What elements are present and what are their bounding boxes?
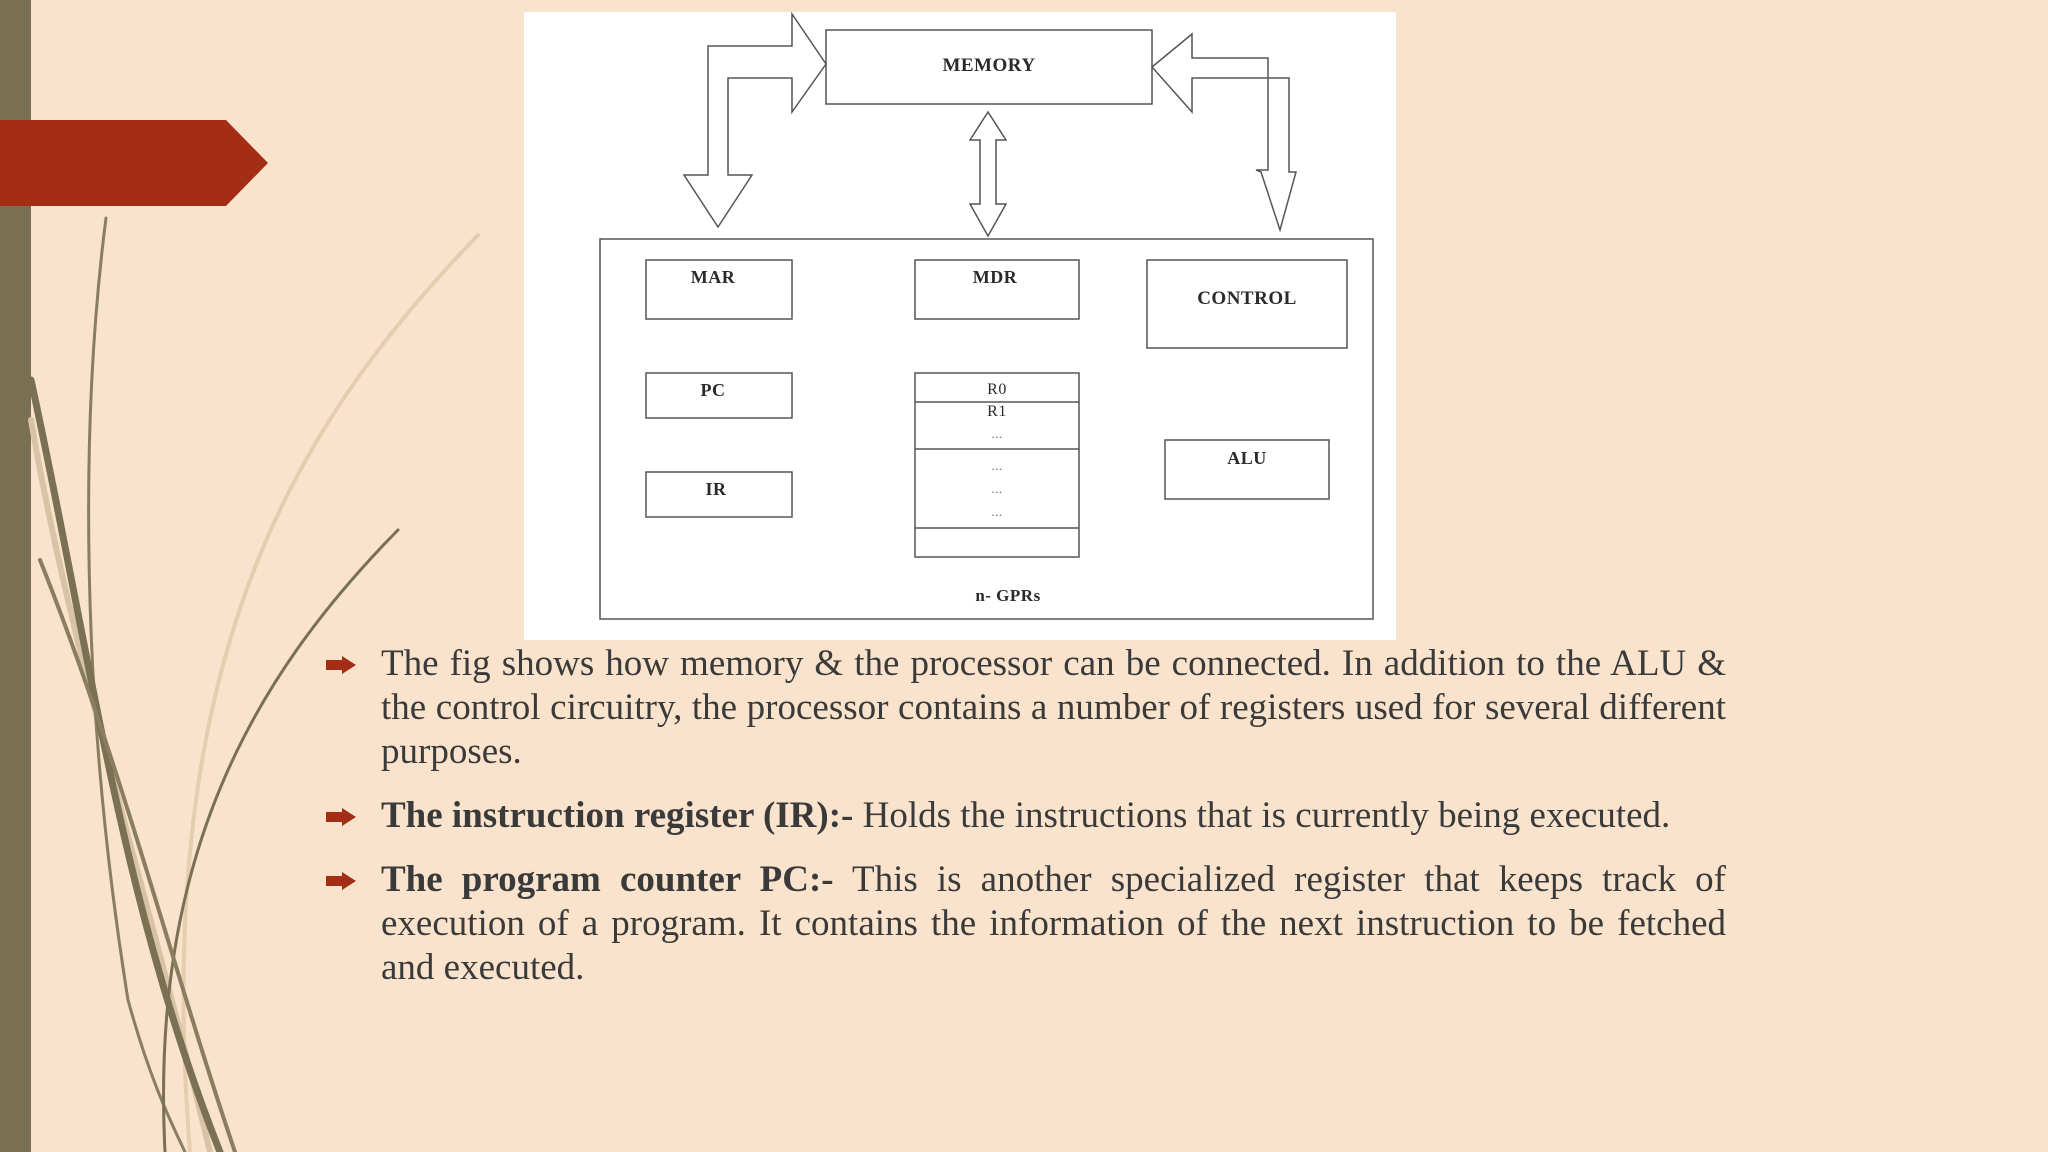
bullet-text: The program counter PC:- This is another… <box>381 858 1726 990</box>
mdr-label: MDR <box>972 267 1018 287</box>
gpr-box <box>914 372 1080 558</box>
r0-label: R0 <box>987 381 1007 398</box>
title-ribbon <box>0 120 268 206</box>
arrow-bullet-icon <box>326 808 356 826</box>
mar-box <box>645 259 793 320</box>
gprs-caption: n- GPRs <box>975 586 1041 605</box>
gpr-dots-4: ... <box>991 504 1003 519</box>
decorative-stems <box>27 216 480 1152</box>
pc-box <box>645 372 793 419</box>
arrow-bullet-icon <box>326 656 356 674</box>
mdr-box <box>914 259 1080 320</box>
alu-label: ALU <box>1227 448 1267 468</box>
memory-mdr-arrow <box>968 110 1008 238</box>
bullet-item: The fig shows how memory & the processor… <box>322 642 1726 774</box>
gpr-dots-3: ... <box>991 481 1003 496</box>
processor-box <box>599 238 1374 620</box>
alu-box <box>1164 439 1330 500</box>
memory-processor-diagram: MEMORY MAR MDR CONTROL PC IR ALU R0 R1 .… <box>524 12 1396 640</box>
bullet-text: The instruction register (IR):- Holds th… <box>381 794 1726 838</box>
control-label: CONTROL <box>1197 288 1297 309</box>
ir-label: IR <box>705 479 727 499</box>
gpr-dots-2: ... <box>991 458 1003 473</box>
ir-box <box>645 471 793 518</box>
bullet-strong: The instruction register (IR):- <box>381 795 854 836</box>
bullet-body: This is another specialized register tha… <box>381 859 1726 988</box>
bullet-body: The fig shows how memory & the processor… <box>381 643 1726 772</box>
r1-label: R1 <box>987 403 1007 420</box>
mar-label: MAR <box>690 267 736 287</box>
arrow-bullet-icon <box>326 872 356 890</box>
bullet-text: The fig shows how memory & the processor… <box>381 642 1726 774</box>
gpr-dots-1: ... <box>991 426 1003 441</box>
bullet-item: The program counter PC:- This is another… <box>322 858 1726 990</box>
bullet-strong: The program counter PC:- <box>381 859 834 900</box>
memory-to-mar-arrow <box>682 12 827 229</box>
memory-to-control-arrow <box>1150 32 1297 233</box>
bullet-list: The fig shows how memory & the processor… <box>322 642 1726 1010</box>
bullet-body: Holds the instructions that is currently… <box>853 795 1671 836</box>
bullet-item: The instruction register (IR):- Holds th… <box>322 794 1726 838</box>
pc-label: PC <box>700 380 726 400</box>
diagram-lines <box>599 12 1374 620</box>
memory-label: MEMORY <box>942 55 1036 76</box>
control-box <box>1146 259 1348 349</box>
